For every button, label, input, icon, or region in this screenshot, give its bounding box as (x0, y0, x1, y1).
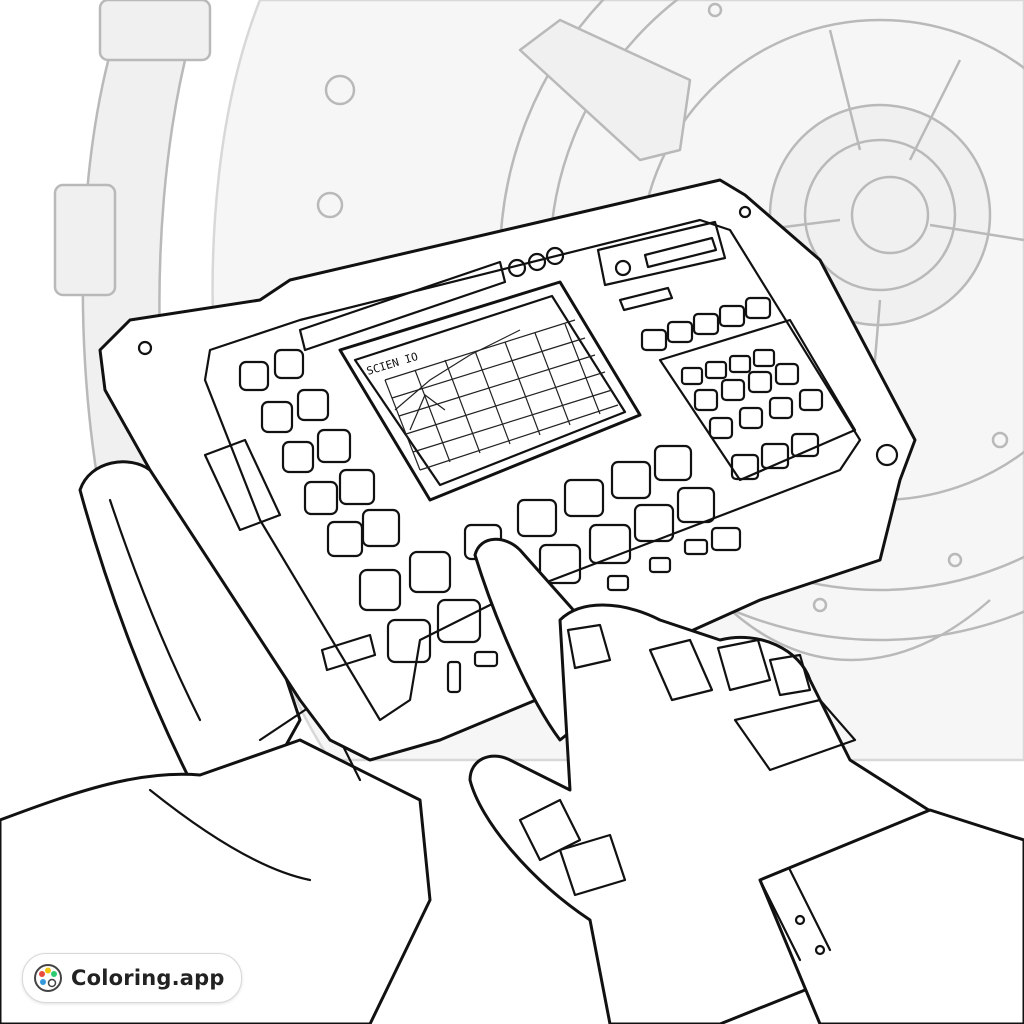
screen-grid (384, 319, 619, 471)
keypad-button[interactable] (693, 388, 719, 412)
keypad-button[interactable] (680, 366, 704, 386)
watermark-text: Coloring.app (71, 966, 225, 990)
keypad-button[interactable] (296, 388, 330, 422)
keypad-button[interactable] (790, 432, 820, 458)
keypad-switch[interactable] (606, 574, 630, 592)
palette-icon (34, 964, 62, 992)
keypad-button[interactable] (408, 550, 452, 594)
keypad-button[interactable] (273, 348, 305, 380)
keypad-button[interactable] (588, 523, 632, 565)
keypad-button[interactable] (281, 440, 315, 474)
keypad-switch[interactable] (648, 556, 672, 574)
device-screen: SCIEN IO (338, 280, 642, 502)
keypad-button[interactable] (704, 360, 728, 380)
keypad-button[interactable] (730, 453, 760, 481)
keypad-switch[interactable] (473, 650, 499, 668)
keypad-button[interactable] (720, 378, 746, 402)
center-keypad (463, 444, 742, 592)
keypad-button[interactable] (774, 362, 800, 386)
keypad-button[interactable] (386, 618, 432, 664)
right-keypad (640, 296, 857, 482)
keypad-button[interactable] (760, 442, 790, 470)
keypad-button[interactable] (358, 568, 402, 612)
keypad-button[interactable] (728, 354, 752, 374)
keypad-button[interactable] (633, 503, 675, 543)
keypad-button[interactable] (798, 388, 824, 412)
left-keypad (238, 348, 499, 694)
keypad-button[interactable] (752, 348, 776, 368)
keypad-button[interactable] (676, 486, 716, 524)
keypad-button[interactable] (768, 396, 794, 420)
keypad-button[interactable] (361, 508, 401, 548)
keypad-button[interactable] (516, 498, 558, 538)
right-hand (468, 537, 1024, 1024)
keypad-button[interactable] (436, 598, 482, 644)
keypad-button[interactable] (640, 328, 668, 352)
keypad-button[interactable] (653, 444, 693, 482)
keypad-button[interactable] (538, 543, 582, 585)
keypad-button[interactable] (338, 468, 376, 506)
keypad-button[interactable] (260, 400, 294, 434)
keypad-switch[interactable] (683, 538, 709, 556)
keypad-button[interactable] (744, 296, 772, 320)
keypad-button[interactable] (238, 360, 270, 392)
keypad-button[interactable] (563, 478, 605, 518)
keypad-button[interactable] (718, 304, 746, 328)
keypad-button[interactable] (738, 406, 764, 430)
keypad-button[interactable] (747, 370, 773, 394)
keypad-button[interactable] (692, 312, 720, 336)
keypad-switch[interactable] (446, 660, 462, 694)
keypad-button[interactable] (708, 416, 734, 440)
watermark-badge: Coloring.app (22, 953, 242, 1003)
keypad-switch[interactable] (710, 526, 742, 552)
keypad-button[interactable] (316, 428, 352, 464)
keypad-button[interactable] (610, 460, 652, 500)
keypad-button[interactable] (666, 320, 694, 344)
keypad-button[interactable] (303, 480, 339, 516)
